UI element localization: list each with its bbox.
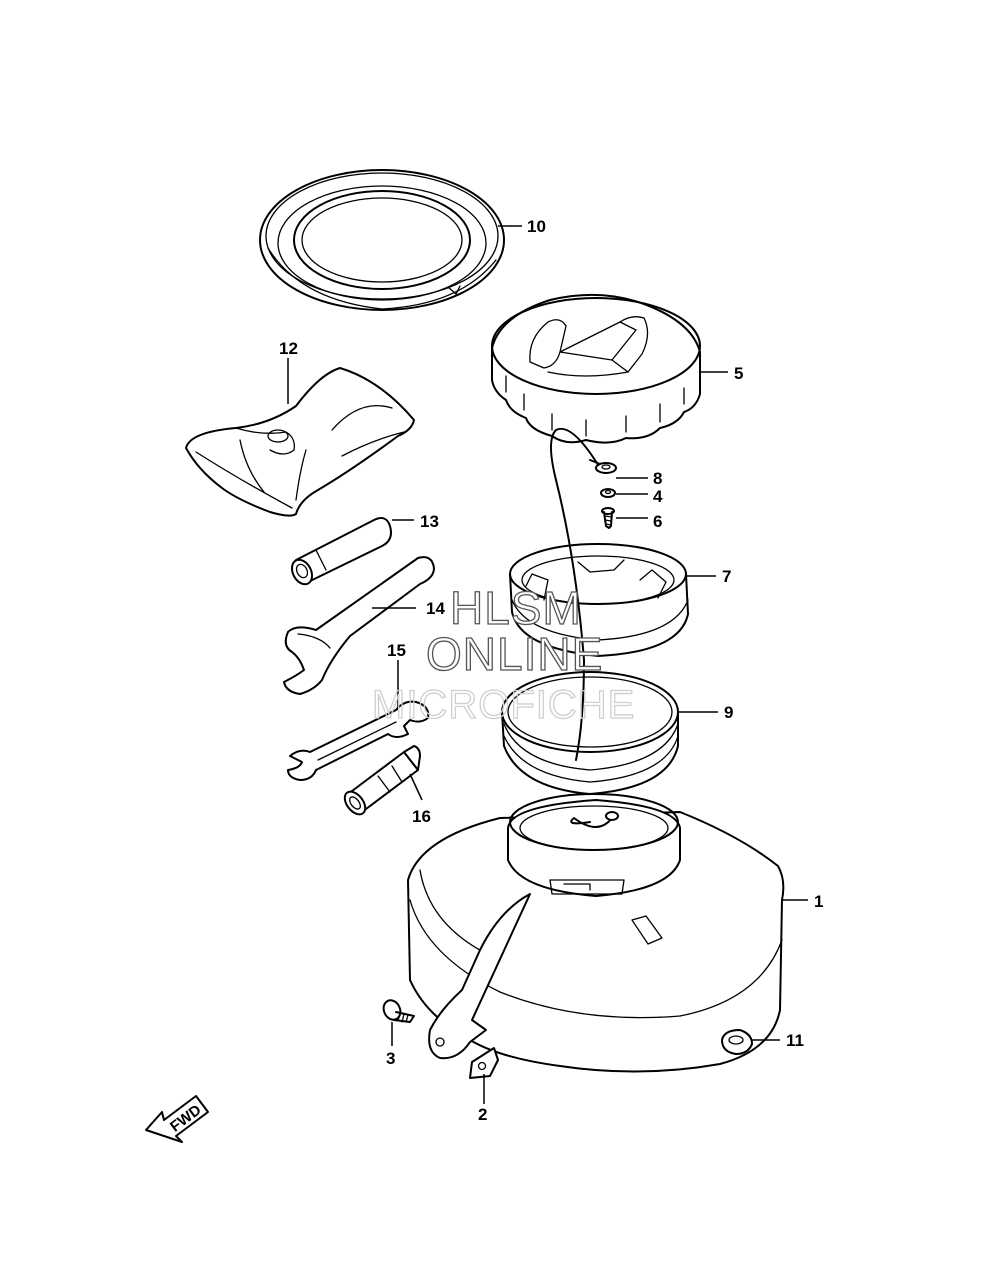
- part-10-gasket-ring: [259, 169, 505, 311]
- watermark-line3: MICROFICHE: [372, 683, 635, 727]
- part-1-fuel-tank: [407, 793, 785, 1073]
- part-11-grommet: [721, 1029, 753, 1055]
- leader-lines: [287, 225, 808, 1104]
- part-13-spare-tube: [290, 517, 392, 586]
- callout-14: 14: [426, 599, 445, 618]
- part-4-washer: [600, 488, 616, 498]
- callout-7: 7: [722, 567, 731, 586]
- callout-9: 9: [724, 703, 733, 722]
- callout-8: 8: [653, 469, 662, 488]
- part-6-screw: [601, 507, 615, 529]
- part-5-fuel-cap: [491, 293, 701, 444]
- fwd-arrow: FWD: [145, 1095, 209, 1143]
- part-2-clip-nut: [469, 1047, 499, 1079]
- callout-13: 13: [420, 512, 439, 531]
- callout-6: 6: [653, 512, 662, 531]
- part-3-tank-screw: [382, 999, 415, 1023]
- part-16-plug-socket: [343, 745, 421, 816]
- callout-3: 3: [386, 1049, 395, 1068]
- part-7-retaining-ring: [509, 543, 689, 657]
- part-15-open-wrench: [287, 700, 430, 781]
- callout-16: 16: [412, 807, 431, 826]
- callout-4: 4: [653, 487, 663, 506]
- part-8-eyelet: [589, 459, 617, 474]
- callout-11: 11: [786, 1031, 804, 1050]
- part-12-tool-bag: [185, 367, 415, 517]
- tether-cable: [550, 427, 601, 761]
- watermark: HLSM ONLINE MICROFICHE: [371, 581, 635, 727]
- callout-5: 5: [734, 364, 743, 383]
- callout-1: 1: [814, 892, 823, 911]
- callout-10: 10: [527, 217, 546, 236]
- callout-15: 15: [387, 641, 406, 660]
- watermark-line1: HLSM: [450, 582, 582, 634]
- part-14-cap-spanner: [283, 556, 435, 695]
- watermark-line2: ONLINE: [426, 628, 603, 680]
- callout-12: 12: [279, 339, 298, 358]
- callout-2: 2: [478, 1105, 487, 1124]
